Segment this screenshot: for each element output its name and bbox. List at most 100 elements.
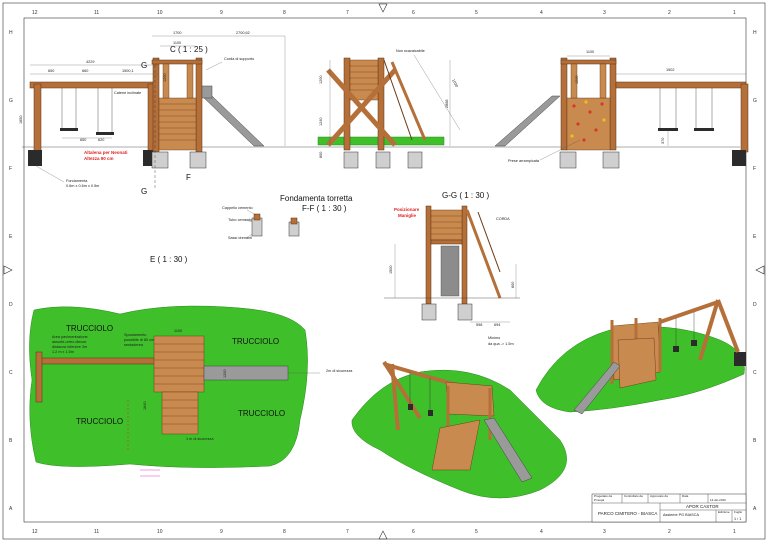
center-arrow-right-icon: [755, 265, 765, 275]
svg-text:0.6m x 0.6m x 0.5m: 0.6m x 0.6m x 0.5m: [66, 184, 99, 188]
tower-post: [560, 57, 568, 151]
svg-text:1.2 m x 1.5m: 1.2 m x 1.5m: [52, 350, 74, 354]
tower-post: [377, 57, 385, 151]
swing-post-right: [740, 83, 749, 153]
tower-post: [195, 57, 203, 153]
svg-text:1100: 1100: [586, 50, 594, 54]
svg-text:Maniglie: Maniglie: [398, 213, 416, 218]
svg-text:D: D: [753, 302, 757, 308]
slide-3d-right: [573, 361, 621, 415]
column-labels-bottom: 12 11 10 9 8 7 6 5 4 3 2 1: [32, 529, 736, 535]
svg-text:1200: 1200: [319, 76, 323, 84]
svg-text:Pmuqai: Pmuqai: [594, 498, 605, 502]
svg-text:2868: 2868: [445, 100, 449, 108]
svg-text:12: 12: [32, 10, 38, 16]
isometric-view-left: [351, 360, 567, 499]
svg-text:B: B: [753, 438, 757, 444]
svg-text:370: 370: [661, 138, 665, 144]
svg-text:Data: Data: [682, 494, 689, 498]
elevation-right: 1100 1502 1200 370 Prese arrampicata: [494, 50, 749, 169]
svg-text:Assieme PG BIASCA: Assieme PG BIASCA: [663, 513, 700, 517]
svg-text:1502: 1502: [666, 68, 674, 72]
svg-text:1: 1: [733, 529, 736, 535]
svg-text:Spostamento: Spostamento: [124, 333, 146, 337]
tower-foundation: [343, 151, 359, 169]
center-arrow-bottom-icon: [378, 530, 388, 540]
elevation-left: 4229 650 660 1500,1 1700 2700,62 1100 65…: [19, 31, 740, 196]
climbing-ladder: [390, 61, 427, 141]
svg-text:TRUCCIOLO: TRUCCIOLO: [66, 324, 113, 333]
svg-text:TRUCCIOLO: TRUCCIOLO: [232, 337, 279, 346]
svg-text:Altalena per Neonati: Altalena per Neonati: [84, 150, 128, 155]
foundation-detail: Fondamenta torretta F-F ( 1 : 30 ) Cappe…: [222, 194, 353, 240]
svg-text:Sassi drenanti: Sassi drenanti: [228, 236, 252, 240]
svg-text:9: 9: [220, 10, 223, 16]
tower-foundation: [602, 151, 620, 169]
elevation-scale-label: C ( 1 : 25 ): [170, 45, 208, 54]
svg-text:H: H: [753, 30, 757, 36]
svg-text:G-G ( 1 : 30 ): G-G ( 1 : 30 ): [442, 191, 489, 200]
svg-text:1100: 1100: [174, 329, 182, 333]
column-labels-top: 12 11 10 9 8 7 6 5 4 3 2 1: [32, 10, 736, 16]
svg-text:3: 3: [603, 529, 606, 535]
svg-text:10: 10: [157, 10, 163, 16]
swing-beam: [615, 81, 747, 89]
svg-text:6: 6: [412, 529, 415, 535]
svg-text:650: 650: [48, 69, 54, 73]
svg-text:A: A: [753, 506, 757, 512]
plan-view: E ( 1 : 30 ) TRUCCIOLO TRUCCIOLO TRUCCIO…: [29, 255, 353, 477]
svg-text:1200: 1200: [163, 74, 167, 82]
svg-text:Altezza 90 cm: Altezza 90 cm: [84, 156, 114, 161]
svg-text:Progettato da: Progettato da: [594, 494, 612, 498]
tower-foundation: [151, 151, 169, 169]
svg-text:620: 620: [98, 138, 104, 142]
svg-text:Posizionare: Posizionare: [394, 207, 420, 212]
svg-text:10: 10: [157, 529, 163, 535]
svg-text:5: 5: [475, 529, 478, 535]
row-labels-right: H G F E D C B A: [753, 30, 757, 512]
svg-text:598: 598: [476, 323, 482, 327]
swing-beam: [29, 81, 159, 89]
svg-text:Edizione: Edizione: [718, 510, 730, 514]
svg-text:2: 2: [668, 529, 671, 535]
foundation-block: [732, 150, 746, 166]
svg-text:8: 8: [283, 10, 286, 16]
slide-3d: [483, 417, 533, 483]
svg-text:800: 800: [511, 282, 515, 288]
slide: [494, 95, 561, 147]
svg-text:Foglio: Foglio: [734, 510, 743, 514]
svg-text:9: 9: [220, 529, 223, 535]
svg-text:1200: 1200: [223, 370, 227, 378]
svg-text:Controllato da: Controllato da: [624, 494, 643, 498]
svg-text:2m di sicurezza: 2m di sicurezza: [326, 369, 353, 373]
svg-text:1: 1: [733, 10, 736, 16]
svg-text:A: A: [9, 506, 13, 512]
svg-text:Prese arrampicata: Prese arrampicata: [508, 159, 540, 163]
svg-text:1 m di sicurezza: 1 m di sicurezza: [186, 437, 214, 441]
svg-text:da qua -> 1.5m: da qua -> 1.5m: [488, 342, 514, 346]
ramp-plan: [161, 391, 199, 435]
svg-text:APOR CASTOR: APOR CASTOR: [686, 504, 719, 509]
svg-text:TRUCCIOLO: TRUCCIOLO: [238, 409, 285, 418]
svg-text:G: G: [141, 61, 147, 70]
svg-text:F: F: [186, 173, 191, 182]
svg-text:1700: 1700: [173, 31, 181, 35]
svg-text:1100: 1100: [173, 41, 181, 45]
row-labels-left: H G F E D C B A: [9, 30, 13, 512]
tower-foundation: [407, 151, 423, 169]
svg-text:2700,62: 2700,62: [236, 31, 250, 35]
tower-post: [343, 57, 351, 151]
foundation-block: [28, 150, 42, 166]
svg-text:Fondamenta torretta: Fondamenta torretta: [280, 194, 353, 203]
tower-post: [609, 57, 617, 151]
svg-text:1 / 1: 1 / 1: [734, 517, 741, 521]
svg-text:Non scavalcabile: Non scavalcabile: [396, 49, 425, 53]
inner-frame: [23, 17, 747, 523]
svg-text:E ( 1 : 30 ): E ( 1 : 30 ): [150, 255, 188, 264]
svg-text:1200: 1200: [575, 76, 579, 84]
svg-text:Catene inclinate: Catene inclinate: [114, 91, 141, 95]
svg-text:F: F: [753, 166, 756, 172]
tower-foundation: [189, 151, 207, 169]
